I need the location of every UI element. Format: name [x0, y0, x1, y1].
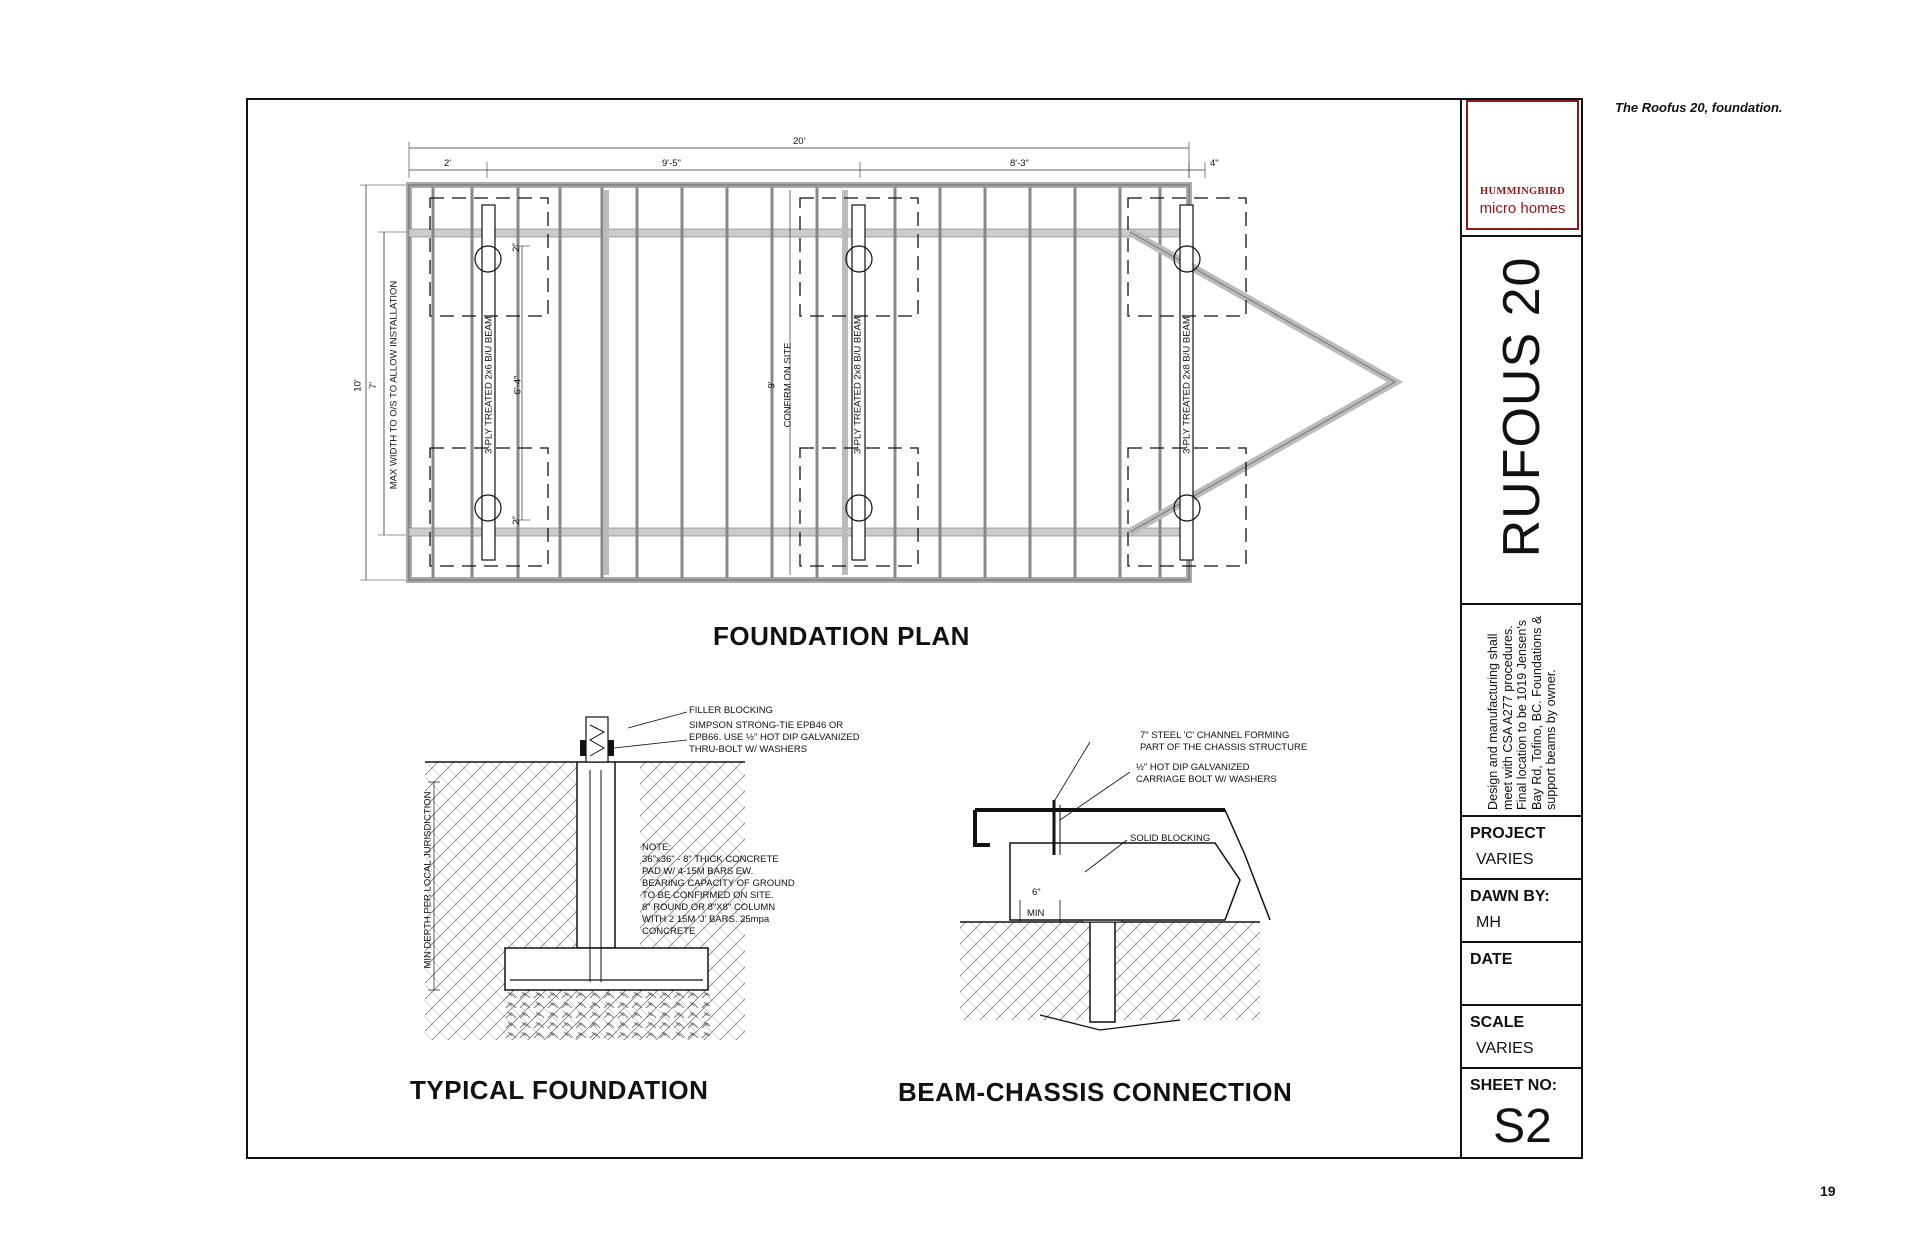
scale-label: SCALE [1470, 1014, 1525, 1031]
logo-sub: micro homes [1479, 200, 1566, 217]
dim-min: MIN [1027, 908, 1045, 919]
dim-6-4: 6'-4" [512, 375, 524, 395]
date-label: DATE [1470, 951, 1513, 968]
beam-chassis-detail [960, 741, 1271, 1031]
project-value: VARIES [1476, 851, 1534, 868]
channel-note: 7" STEEL 'C' CHANNEL FORMING PART OF THE… [1140, 730, 1308, 753]
simpson-note: SIMPSON STRONG-TIE EPB46 OR EPB66. USE ½… [689, 720, 860, 755]
project-title-cell: RUFOUS 20 [1462, 235, 1583, 605]
dim-overall: 20' [793, 136, 806, 147]
title-block: HUMMINGBIRD micro homes RUFOUS 20 Design… [1460, 98, 1583, 1159]
confirm-on-site-note: CONFIRM ON SITE [782, 342, 794, 428]
bolt-note: ½" HOT DIP GALVANIZED CARRIAGE BOLT W/ W… [1136, 762, 1277, 785]
date-cell: DATE [1462, 943, 1583, 1006]
drawn-by-value: MH [1476, 914, 1501, 931]
logo-cell: HUMMINGBIRD micro homes [1462, 98, 1583, 235]
page-number: 19 [1820, 1183, 1836, 1199]
dim-height-outer: 10' [352, 379, 364, 392]
dim-seg2: 9'-5" [662, 158, 681, 169]
beam-mid-label: 3-PLY TREATED 2x8 B/U BEAM [852, 316, 864, 454]
drawing-sheet [246, 98, 1583, 1159]
foundation-plan-title: FOUNDATION PLAN [713, 621, 970, 651]
max-width-note: MAX WIDTH TO O/S TO ALLOW INSTALLATION [388, 280, 400, 490]
filler-blocking-note: FILLER BLOCKING [689, 705, 773, 716]
sheet-cell: SHEET NO: S2 [1462, 1069, 1583, 1157]
dim-2-bottom: 2" [510, 516, 522, 525]
solid-blocking-note: SOLID BLOCKING [1130, 833, 1211, 844]
scale-value: VARIES [1476, 1040, 1534, 1057]
dim-6-inch: 6" [1032, 887, 1041, 898]
design-notes: Design and manufacturing shall meet with… [1485, 615, 1558, 810]
dim-height-inner: 7' [368, 381, 380, 390]
dim-9: 9' [766, 381, 778, 389]
beam-chassis-title: BEAM-CHASSIS CONNECTION [898, 1077, 1293, 1107]
scale-cell: SCALE VARIES [1462, 1006, 1583, 1069]
dim-seg4: 4" [1210, 158, 1219, 169]
typical-foundation-title: TYPICAL FOUNDATION [410, 1075, 709, 1105]
logo-name: HUMMINGBIRD [1480, 186, 1565, 197]
dim-seg3: 8'-3" [1010, 158, 1029, 169]
depth-note: MIN DEPTH PER LOCAL JURISDICTION [422, 791, 434, 969]
project-title: RUFOUS 20 [1493, 256, 1551, 558]
sheet-number: S2 [1493, 1100, 1552, 1153]
logo: HUMMINGBIRD micro homes [1466, 100, 1579, 230]
concrete-note: NOTE: 36"x36" - 8" THICK CONCRETE PAD W/… [642, 842, 795, 937]
sheet-label: SHEET NO: [1470, 1077, 1558, 1094]
typical-foundation-detail [425, 711, 745, 1040]
beam-right-label: 3-PLY TREATED 2x8 B/U BEAM [1181, 316, 1193, 454]
drawn-by-label: DAWN BY: [1470, 888, 1550, 905]
dim-seg1: 2' [444, 158, 452, 169]
project-label: PROJECT [1470, 825, 1546, 842]
foundation-plan [360, 142, 1404, 583]
drawn-by-cell: DAWN BY: MH [1462, 880, 1583, 943]
notes-cell: Design and manufacturing shall meet with… [1462, 605, 1583, 817]
dim-2-top: 2" [510, 243, 522, 252]
beam-left-label: 3-PLY TREATED 2x6 B/U BEAM [483, 316, 495, 454]
page-caption: The Roofus 20, foundation. [1615, 100, 1783, 115]
project-cell: PROJECT VARIES [1462, 817, 1583, 880]
